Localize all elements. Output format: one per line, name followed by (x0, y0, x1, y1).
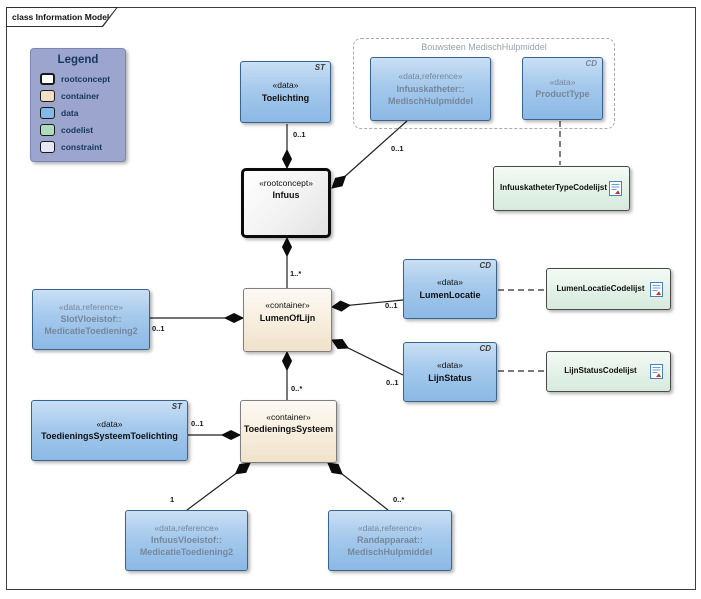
multiplicity-label: 0..* (393, 495, 405, 504)
stereotype: «data» (549, 76, 576, 87)
stereotype: «rootconcept» (259, 178, 313, 188)
node-toedieningssysteem[interactable]: «container» ToedieningsSysteem (240, 400, 337, 463)
class-name: SlotVloeistof:: (60, 314, 122, 325)
legend-label: codelist (61, 124, 94, 135)
multiplicity-label: 1 (170, 495, 175, 504)
type-marker-st: ST (314, 63, 325, 72)
node-lumenlocatie[interactable]: CD «data» LumenLocatie (403, 259, 497, 319)
class-name: Randapparaat:: (356, 535, 423, 546)
multiplicity-label: 1..* (290, 269, 302, 278)
node-randapparaat-medischhulpmiddel[interactable]: «data,reference» Randapparaat:: MedischH… (328, 510, 452, 571)
bouwsteen-group: Bouwsteen MedischHulpmiddel (353, 38, 615, 129)
multiplicity-label: 0..1 (152, 324, 165, 333)
legend-swatch-container (40, 89, 55, 102)
legend-swatch-constraint (40, 140, 55, 153)
node-infuusvloeistof-medicatietoediening[interactable]: «data,reference» InfuusVloeistof:: Medic… (125, 510, 248, 571)
node-toelichting[interactable]: ST «data» Toelichting (240, 61, 331, 123)
multiplicity-label: 0..1 (385, 301, 398, 310)
class-name: MedicatieToediening2 (139, 547, 234, 558)
stereotype: «data,reference» (357, 522, 423, 533)
legend-item-constraint: constraint (40, 138, 125, 155)
diagram-frame (6, 7, 696, 590)
node-lumenlocatiecodelijst[interactable]: LumenLocatieCodelijst (546, 268, 671, 310)
codelist-name: InfuuskatheterTypeCodelijst (500, 183, 607, 193)
codelist-document-icon (609, 181, 622, 196)
legend-swatch-codelist (40, 123, 55, 136)
class-name: InfuusVloeistof:: (151, 535, 222, 546)
multiplicity-label: 0..1 (386, 378, 399, 387)
node-lumenoflijn[interactable]: «container» LumenOfLijn (243, 288, 332, 352)
codelist-name: LumenLocatieCodelijst (556, 283, 645, 293)
multiplicity-label: 0..* (291, 384, 303, 393)
class-name: Infuuskatheter:: (396, 83, 465, 94)
class-name: MedicatieToediening2 (44, 326, 138, 337)
stereotype: «container» (266, 411, 311, 422)
diagram-tab: class Information Model (6, 7, 118, 27)
stereotype: «container» (265, 300, 310, 311)
codelist-name: LijnStatusCodelijst (564, 366, 637, 376)
type-marker-cd: CD (479, 261, 491, 270)
class-name: LumenLocatie (419, 289, 481, 300)
stereotype: «data,reference» (58, 301, 124, 312)
legend-label: data (61, 107, 79, 118)
bouwsteen-group-label: Bouwsteen MedischHulpmiddel (421, 42, 547, 52)
legend-label: constraint (61, 141, 103, 152)
class-name: ProductType (535, 89, 590, 100)
stereotype: «data,reference» (398, 71, 463, 82)
class-name: LijnStatus (428, 372, 472, 383)
node-toedieningssysteemtoelichting[interactable]: ST «data» ToedieningsSysteemToelichting (31, 400, 188, 461)
stereotype: «data,reference» (154, 522, 219, 533)
legend-label: container (61, 90, 100, 101)
multiplicity-label: 0..1 (293, 130, 306, 139)
codelist-document-icon (650, 364, 663, 379)
node-infuuskathetertypecodelijst[interactable]: InfuuskatheterTypeCodelijst (493, 166, 630, 211)
diagram-tab-label: class Information Model (7, 8, 116, 26)
class-name: Toelichting (261, 92, 310, 103)
type-marker-cd: CD (479, 344, 491, 353)
codelist-document-icon (650, 281, 663, 297)
stereotype: «data» (272, 80, 299, 91)
stereotype: «data» (437, 360, 463, 371)
class-name: MedischHulpmiddel (387, 95, 473, 106)
class-name: ToedieningsSysteem (243, 424, 334, 435)
stereotype: «data» (96, 418, 123, 429)
legend-swatch-data (40, 106, 55, 119)
class-name: ToedieningsSysteemToelichting (41, 431, 178, 442)
class-name: LumenOfLijn (259, 312, 316, 323)
node-lijnstatus[interactable]: CD «data» LijnStatus (403, 342, 497, 402)
class-name: MedischHulpmiddel (347, 547, 433, 558)
multiplicity-label: 0..1 (191, 419, 204, 428)
legend-label: rootconcept (61, 73, 111, 84)
legend-item-data: data (40, 104, 125, 121)
class-name: Infuus (272, 190, 300, 201)
legend-item-rootconcept: rootconcept (40, 70, 125, 87)
legend-title: Legend (57, 54, 99, 66)
node-lijnstatuscodelijst[interactable]: LijnStatusCodelijst (546, 351, 671, 392)
type-marker-st: ST (171, 402, 182, 411)
legend-swatch-rootconcept (40, 72, 55, 85)
node-slotvloeistof-medicatietoediening[interactable]: «data,reference» SlotVloeistof:: Medicat… (32, 289, 150, 350)
legend-item-codelist: codelist (40, 121, 125, 138)
legend: Legend rootconcept container data codeli… (30, 48, 126, 162)
node-infuuskatheter-medischhulpmiddel[interactable]: «data,reference» Infuuskatheter:: Medisc… (370, 57, 491, 121)
node-producttype[interactable]: CD «data» ProductType (522, 57, 603, 120)
stereotype: «data» (437, 277, 463, 288)
node-infuus[interactable]: «rootconcept» Infuus (241, 168, 331, 238)
legend-item-container: container (40, 87, 125, 104)
type-marker-cd: CD (585, 59, 597, 68)
multiplicity-label: 0..1 (391, 144, 404, 153)
